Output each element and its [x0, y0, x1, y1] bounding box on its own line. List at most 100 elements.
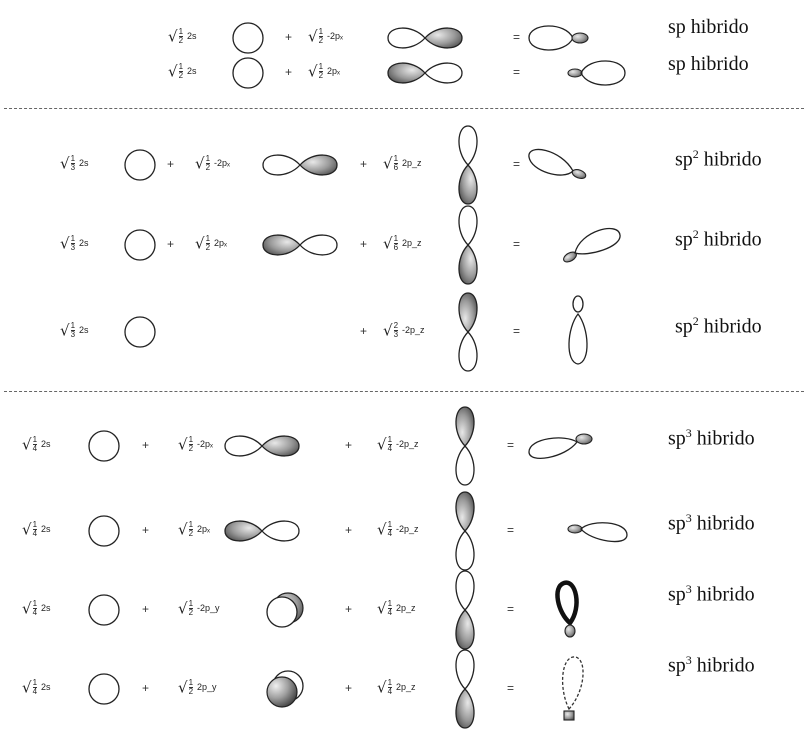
p-orbital-horizontal [222, 431, 302, 461]
coefficient-term: √142s [22, 436, 51, 453]
equals-sign: = [513, 157, 520, 171]
denominator: 4 [388, 530, 392, 538]
plus-sign: + [345, 438, 352, 452]
coefficient-term: √122p_y [178, 679, 217, 696]
equals-sign: = [507, 602, 514, 616]
p-orbital-vertical [453, 123, 483, 207]
coefficient-term: √12-2p_y [178, 600, 220, 617]
sqrt-sign: √ [308, 28, 318, 46]
sp-hybrid-orbital [555, 58, 635, 88]
sp2-hybrid-orbital [563, 292, 593, 372]
hybrid-label: sp2 hibrido [675, 314, 762, 339]
sqrt-sign: √ [168, 28, 178, 46]
coefficient-term: √142p_z [377, 600, 416, 617]
orbital-name: 2p_z [402, 158, 422, 168]
orbital-name: 2s [41, 603, 51, 613]
denominator: 4 [388, 609, 392, 617]
s-orbital-circle [123, 228, 157, 262]
section-divider [4, 391, 804, 392]
p-orbital-horizontal [260, 230, 340, 260]
sqrt-sign: √ [377, 679, 387, 697]
sqrt-sign: √ [22, 600, 32, 618]
fraction: 12 [178, 28, 184, 45]
label-text: hibrido [699, 149, 762, 171]
fraction: 14 [32, 679, 38, 696]
orbital-name: 2s [187, 31, 197, 41]
label-text: hibrido [686, 16, 749, 38]
coefficient-term: √142s [22, 679, 51, 696]
denominator: 3 [71, 164, 75, 172]
hybrid-label: sp3 hibrido [668, 653, 755, 678]
denominator: 4 [33, 609, 37, 617]
label-text: hibrido [692, 513, 755, 535]
fraction: 13 [70, 155, 76, 172]
s-orbital-circle [231, 56, 265, 90]
label-text: hibrido [699, 316, 762, 338]
fraction: 12 [318, 63, 324, 80]
orbital-name: 2p_z [396, 682, 416, 692]
label-text: hibrido [692, 584, 755, 606]
orbital-name: -2p_z [402, 325, 425, 335]
p-orbital-vertical [453, 203, 483, 287]
p-orbital-y [264, 590, 306, 630]
plus-sign: + [285, 30, 292, 44]
hybrid-label: sp3 hibrido [668, 426, 755, 451]
coefficient-term: √162p_z [383, 155, 422, 172]
coefficient-term: √12-2pₓ [195, 155, 230, 172]
label-base: sp [668, 428, 686, 450]
orbital-name: 2s [41, 439, 51, 449]
orbital-name: 2s [79, 238, 89, 248]
sqrt-sign: √ [377, 521, 387, 539]
denominator: 2 [319, 37, 323, 45]
sqrt-sign: √ [383, 155, 393, 173]
label-base: sp [675, 149, 693, 171]
plus-sign: + [345, 602, 352, 616]
orbital-name: 2s [79, 158, 89, 168]
fraction: 14 [387, 600, 393, 617]
plus-sign: + [142, 438, 149, 452]
s-orbital-circle [87, 593, 121, 627]
equals-sign: = [513, 30, 520, 44]
denominator: 6 [394, 244, 398, 252]
denominator: 2 [189, 609, 193, 617]
orbital-name: -2p_z [396, 524, 419, 534]
denominator: 2 [189, 530, 193, 538]
label-text: hibrido [699, 229, 762, 251]
sqrt-sign: √ [195, 155, 205, 173]
section-divider [4, 108, 804, 109]
label-base: sp [668, 53, 686, 75]
orbital-name: 2p_z [396, 603, 416, 613]
hybrid-label: sp3 hibrido [668, 582, 755, 607]
fraction: 13 [70, 235, 76, 252]
coefficient-term: √122s [168, 63, 197, 80]
orbital-name: -2p_z [396, 439, 419, 449]
coefficient-term: √23-2p_z [383, 322, 425, 339]
orbital-name: 2pₓ [197, 524, 210, 534]
sqrt-sign: √ [195, 235, 205, 253]
denominator: 4 [33, 530, 37, 538]
sp-hybrid-orbital [525, 23, 605, 53]
denominator: 4 [33, 445, 37, 453]
sp2-hybrid-orbital [523, 145, 593, 185]
sqrt-sign: √ [60, 322, 70, 340]
sqrt-sign: √ [60, 235, 70, 253]
denominator: 4 [388, 445, 392, 453]
s-orbital-circle [123, 315, 157, 349]
denominator: 2 [179, 37, 183, 45]
sqrt-sign: √ [22, 521, 32, 539]
plus-sign: + [167, 237, 174, 251]
p-orbital-horizontal [222, 516, 302, 546]
hybrid-label: sp2 hibrido [675, 147, 762, 172]
